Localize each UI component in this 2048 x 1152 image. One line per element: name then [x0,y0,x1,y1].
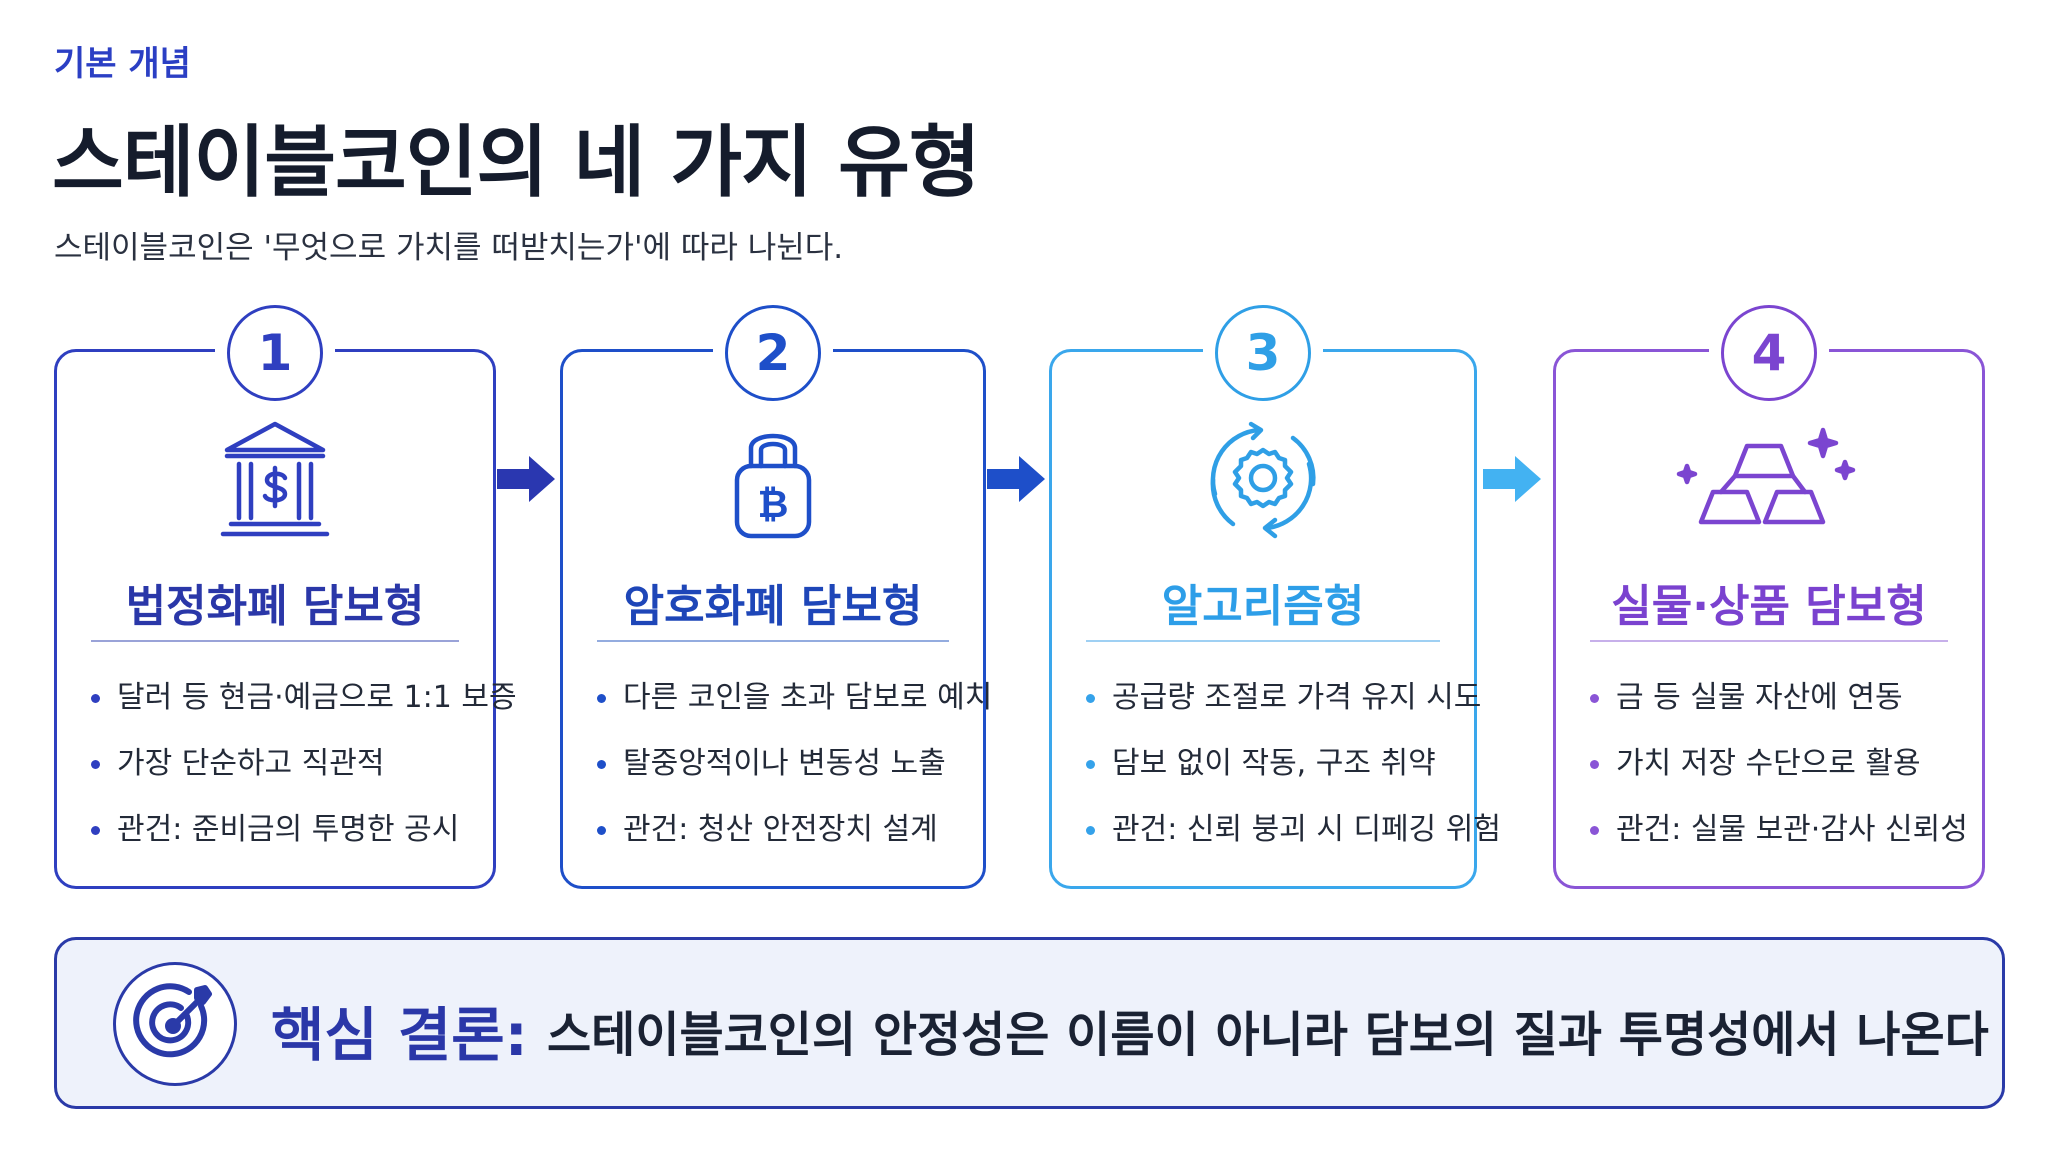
page-subtitle: 스테이블코인은 '무엇으로 가치를 떠받치는가'에 따라 나뉜다. [54,230,844,266]
card-crypto-collateral: 2 ₿ 암호화폐 담보형 다른 코인을 초과 담보로 예치 탈중앙적이나 변동성… [560,305,992,889]
list-item: 가장 단순하고 직관적 [87,736,479,802]
card-algorithmic: 3 알고리즘형 공급량 조절로 가격 유지 시도 담보 없이 작동, 구조 취약… [1049,305,1501,889]
list-item: 관건: 청산 안전장치 설계 [593,802,969,868]
card-bullet-list: 달러 등 현금·예금으로 1:1 보증 가장 단순하고 직관적 관건: 준비금의… [87,670,517,868]
list-item: 관건: 실물 보관·감사 신뢰성 [1586,802,1968,868]
card-title: 실물·상품 담보형 [1611,581,1927,632]
card-bullet-list: 공급량 조절로 가격 유지 시도 담보 없이 작동, 구조 취약 관건: 신뢰 … [1082,670,1501,868]
list-item: 담보 없이 작동, 구조 취약 [1082,736,1460,802]
svg-text:₿: ₿ [758,482,789,526]
card-fiat-collateral: 1 법정화폐 담보형 달러 등 현금·예금으로 1:1 보증 가장 단순하고 직… [54,305,517,889]
step-number-1: 1 [227,305,323,401]
conclusion-label: 핵심 결론: [271,1001,528,1069]
card-divider [1086,640,1440,642]
list-item: 관건: 신뢰 붕괴 시 디페깅 위험 [1082,802,1501,868]
gear-cycle-icon [1193,414,1333,544]
conclusion-box: 핵심 결론: 스테이블코인의 안정성은 이름이 아니라 담보의 질과 투명성에서… [54,937,2005,1109]
list-item: 달러 등 현금·예금으로 1:1 보증 [87,670,517,736]
list-item: 가치 저장 수단으로 활용 [1586,736,1968,802]
list-item: 공급량 조절로 가격 유지 시도 [1082,670,1481,736]
arrow-right-icon [497,454,557,504]
card-title: 암호화폐 담보형 [623,581,923,632]
bitcoin-lock-icon: ₿ [703,414,843,544]
step-number-2: 2 [725,305,821,401]
card-bullet-list: 금 등 실물 자산에 연동 가치 저장 수단으로 활용 관건: 실물 보관·감사… [1586,670,1968,868]
gold-bars-icon [1669,414,1869,544]
arrow-right-icon [1483,454,1543,504]
card-bullet-list: 다른 코인을 초과 담보로 예치 탈중앙적이나 변동성 노출 관건: 청산 안전… [593,670,992,868]
card-commodity-collateral: 4 실물·상품 담보형 금 등 실물 자산에 연동 가치 저장 수단으로 활용 … [1553,305,1985,889]
step-number-3: 3 [1215,305,1311,401]
step-number-4: 4 [1721,305,1817,401]
page-title: 스테이블코인의 네 가지 유형 [52,118,981,208]
list-item: 금 등 실물 자산에 연동 [1586,670,1968,736]
card-divider [1590,640,1948,642]
card-divider [597,640,949,642]
card-title: 법정화폐 담보형 [125,581,425,632]
conclusion-text: 스테이블코인의 안정성은 이름이 아니라 담보의 질과 투명성에서 나온다 [547,1007,1989,1063]
list-item: 관건: 준비금의 투명한 공시 [87,802,479,868]
list-item: 다른 코인을 초과 담보로 예치 [593,670,992,736]
card-divider [91,640,459,642]
arrow-right-icon [987,454,1047,504]
eyebrow-label: 기본 개념 [54,44,191,84]
list-item: 탈중앙적이나 변동성 노출 [593,736,969,802]
target-icon [113,962,237,1086]
card-title: 알고리즘형 [1161,581,1365,632]
bank-dollar-icon [205,414,345,544]
